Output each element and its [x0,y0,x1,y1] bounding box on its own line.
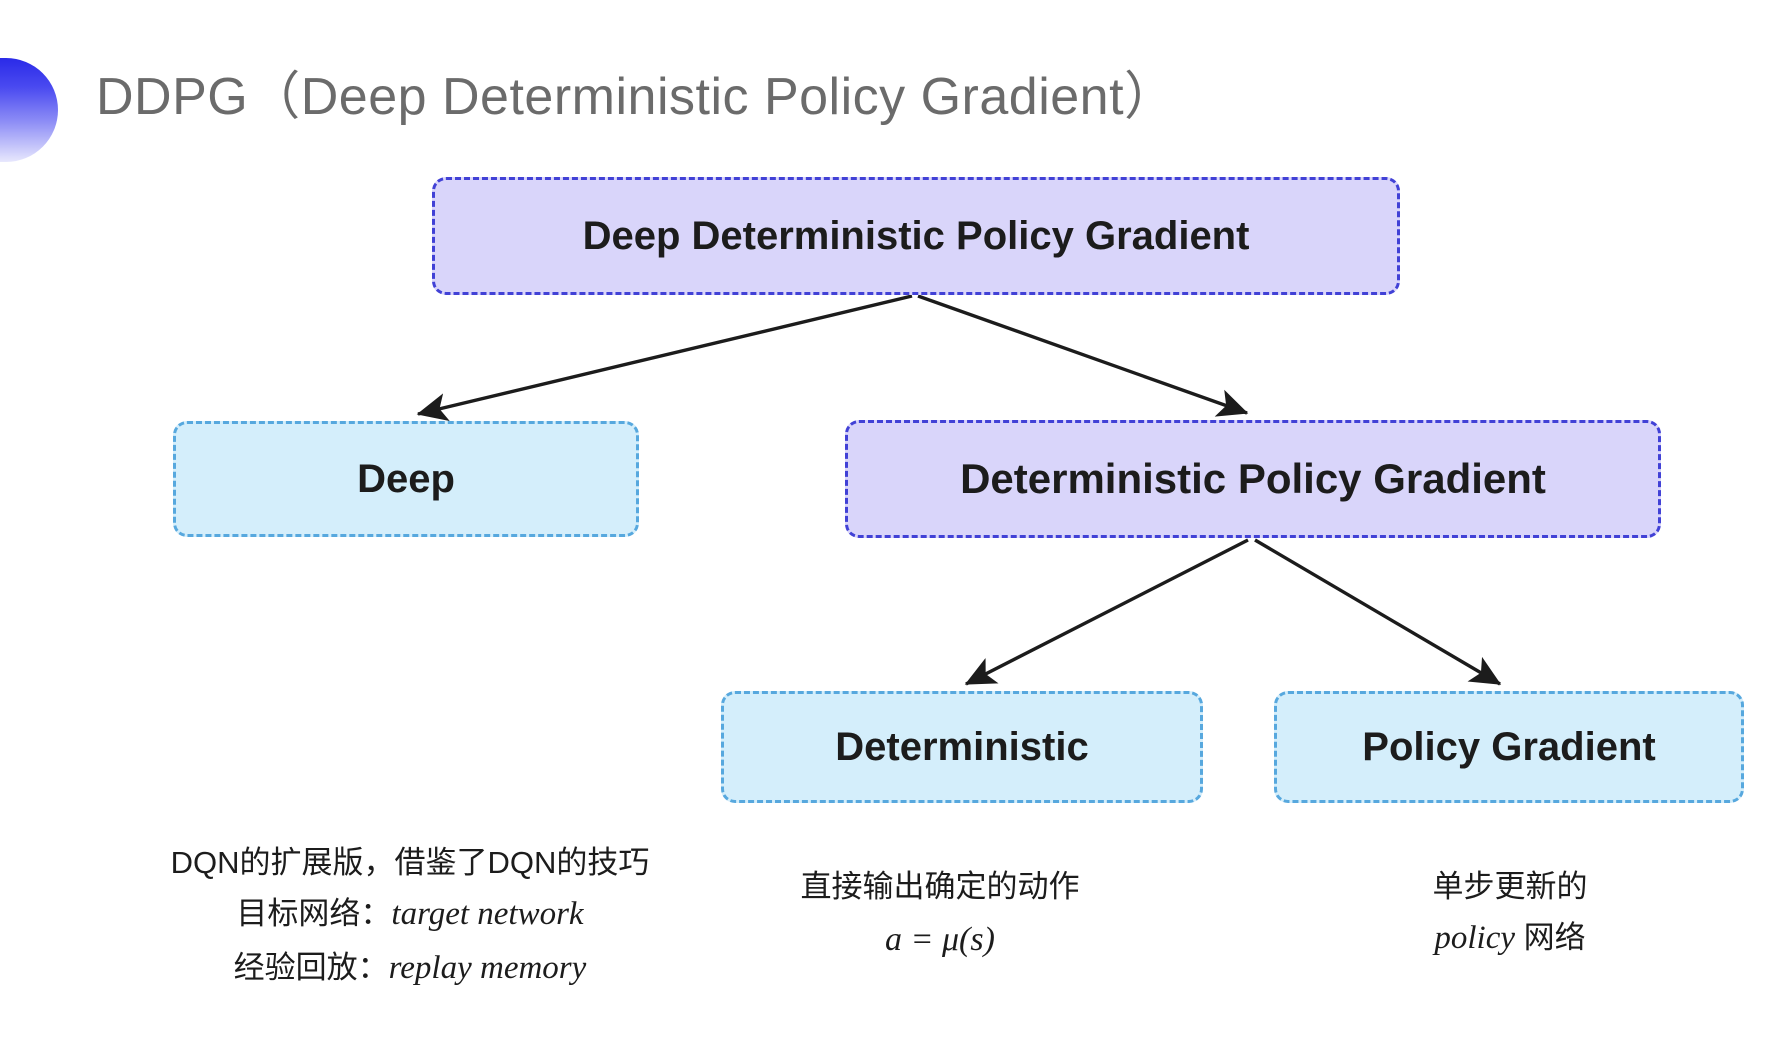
caption-policy-gradient-line1: 单步更新的 [1432,869,1588,904]
caption-policy-gradient-suffix: 网络 [1515,920,1586,956]
node-deterministic[interactable]: Deterministic [721,691,1203,803]
edge-root-dpg [917,294,1249,417]
caption-deep: DQN的扩展版，借鉴了DQN的技巧 目标网络：target network 经验… [60,838,760,995]
node-dpg-label: Deterministic Policy Gradient [960,454,1546,502]
node-deep-label: Deep [357,457,455,501]
caption-deterministic-formula: a = μ(s) [885,921,995,959]
caption-deep-line2-label: 目标网络： [236,896,392,932]
caption-deep-line3: 经验回放：replay memory [60,942,760,995]
caption-deep-line3-label: 经验回放： [233,949,389,985]
node-root-label: Deep Deterministic Policy Gradient [582,214,1250,258]
caption-policy-gradient-line2: policy 网络 [1290,912,1730,965]
page-title: DDPG（Deep Deterministic Policy Gradient） [96,68,1177,126]
caption-deep-line1: DQN的扩展版，借鉴了DQN的技巧 [170,845,650,880]
caption-deterministic-line1: 直接输出确定的动作 [800,869,1080,904]
edge-dpg-policy-gradient [1254,538,1502,686]
caption-deep-line2: 目标网络：target network [60,888,760,941]
node-root[interactable]: Deep Deterministic Policy Gradient [432,177,1400,295]
caption-deterministic: 直接输出确定的动作 a = μ(s) [700,862,1180,967]
caption-policy-gradient: 单步更新的 policy 网络 [1290,862,1730,966]
node-deterministic-label: Deterministic [835,725,1089,769]
edge-dpg-deterministic [964,538,1249,686]
caption-deep-line3-term: replay memory [388,949,587,986]
caption-deep-line2-term: target network [391,896,584,933]
node-deterministic-policy-gradient[interactable]: Deterministic Policy Gradient [845,420,1661,538]
node-deep[interactable]: Deep [173,421,639,537]
caption-policy-gradient-term: policy [1434,920,1515,957]
node-policy-gradient[interactable]: Policy Gradient [1274,691,1744,803]
node-policy-gradient-label: Policy Gradient [1362,725,1656,769]
edge-root-deep [416,294,913,422]
title-bullet-icon [0,58,58,162]
